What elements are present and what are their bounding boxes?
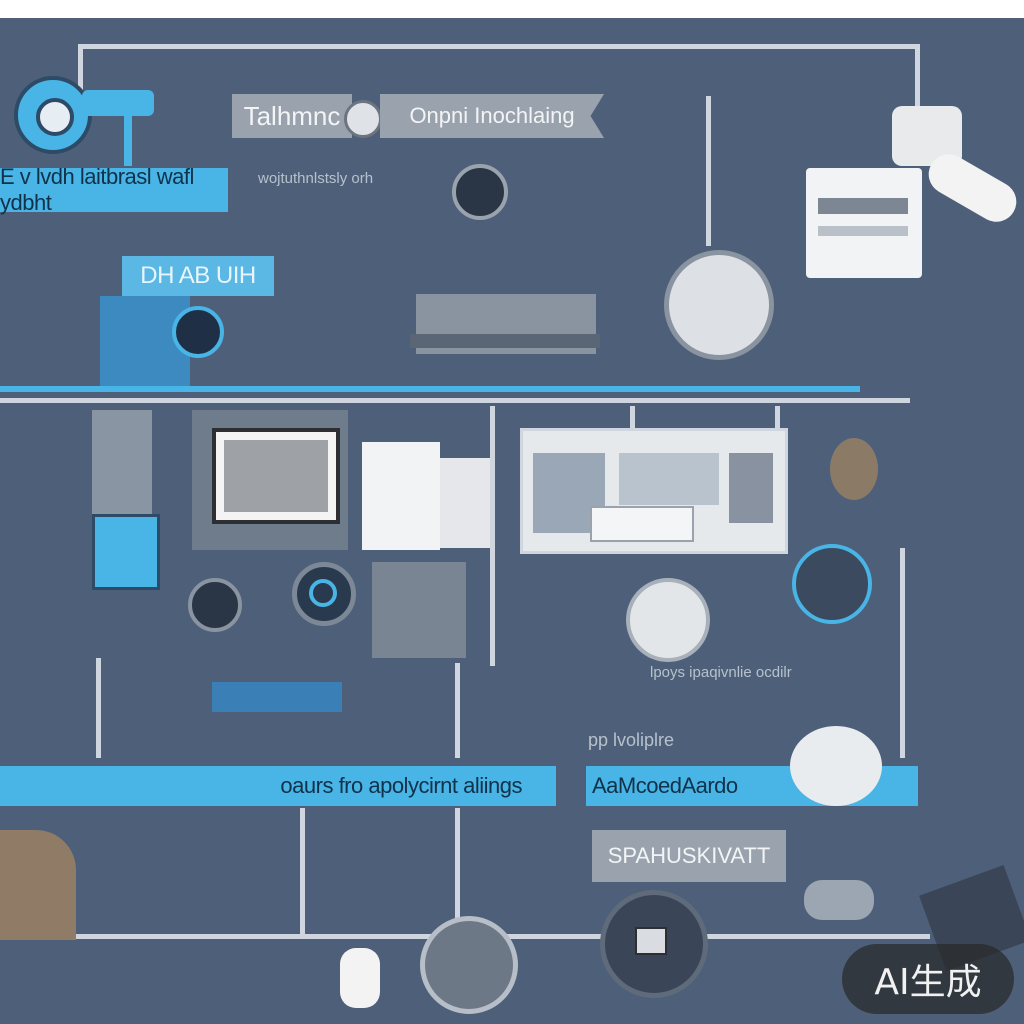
panel-pipe-b: [775, 406, 780, 446]
mid-caption-right: lpoys ipaqivnlie ocdilr: [650, 664, 792, 681]
small-caption: wojtuthnlstsly orh: [258, 170, 374, 187]
panel-popup: [590, 506, 694, 542]
top-banner: Talhmnc: [232, 94, 352, 138]
bulb-icon: [790, 726, 882, 806]
bottom-mid-riser: [455, 808, 460, 938]
envelope-icon: [600, 890, 708, 998]
top-banner-right: Onpni Inochlaing: [380, 94, 604, 138]
disc-icon: [626, 578, 710, 662]
hand-icon: [921, 146, 1024, 230]
top-pipe: [80, 44, 920, 49]
ai-generated-badge: AI生成: [842, 944, 1014, 1014]
sensor-node-icon: [188, 578, 242, 632]
avatar-icon: [792, 544, 872, 624]
mid-lower-pipe: [455, 663, 460, 758]
chip-icon: [420, 916, 518, 1014]
left-top-pipe: [78, 44, 83, 94]
document-icon: [806, 168, 922, 278]
left-blue-tag: E v lvdh laitbrasl wafl ydbht: [0, 164, 228, 215]
cable-tray: [212, 682, 342, 712]
monitor-icon: [212, 428, 340, 524]
mid-pipe: [490, 406, 495, 666]
mid-caption-small: pp lvoliplre: [588, 730, 675, 750]
remote-icon: [804, 880, 874, 920]
main-blue-bus: [0, 386, 860, 392]
left-lower-pipe: [96, 658, 101, 758]
bottom-grey-label: SPAHUSKIVATT: [592, 830, 786, 882]
webcam-icon: [14, 76, 92, 154]
tablet-icon: [92, 514, 160, 590]
right-top-pipe: [915, 44, 920, 119]
document-stack-icon: [362, 442, 440, 550]
hand-bottom-icon: [340, 948, 380, 1008]
camera-node-icon: [172, 306, 224, 358]
main-pipe: [0, 398, 910, 403]
bottom-blue-left: oaurs fro apolycirnt aliings: [0, 766, 556, 806]
webcam-cable: [124, 116, 132, 166]
globe-icon: [664, 250, 774, 360]
panel-pipe-a: [630, 406, 635, 446]
lens-icon: [452, 164, 508, 220]
diagram-canvas: E v lvdh laitbrasl wafl ydbht Talhmnc On…: [0, 18, 1024, 1024]
device-base: [410, 334, 600, 348]
server-block: [372, 562, 466, 658]
right-lower-pipe: [900, 548, 905, 758]
chair-icon: [0, 830, 76, 940]
center-vertical-pipe: [706, 96, 711, 246]
coffee-icon: [830, 438, 878, 500]
document-side: [440, 458, 490, 548]
gear-icon: [344, 100, 382, 138]
target-node-icon: [292, 562, 356, 626]
bottom-left-riser: [300, 808, 305, 938]
webcam-arm: [82, 90, 154, 116]
db-tag: DH AB UIH: [122, 256, 274, 296]
